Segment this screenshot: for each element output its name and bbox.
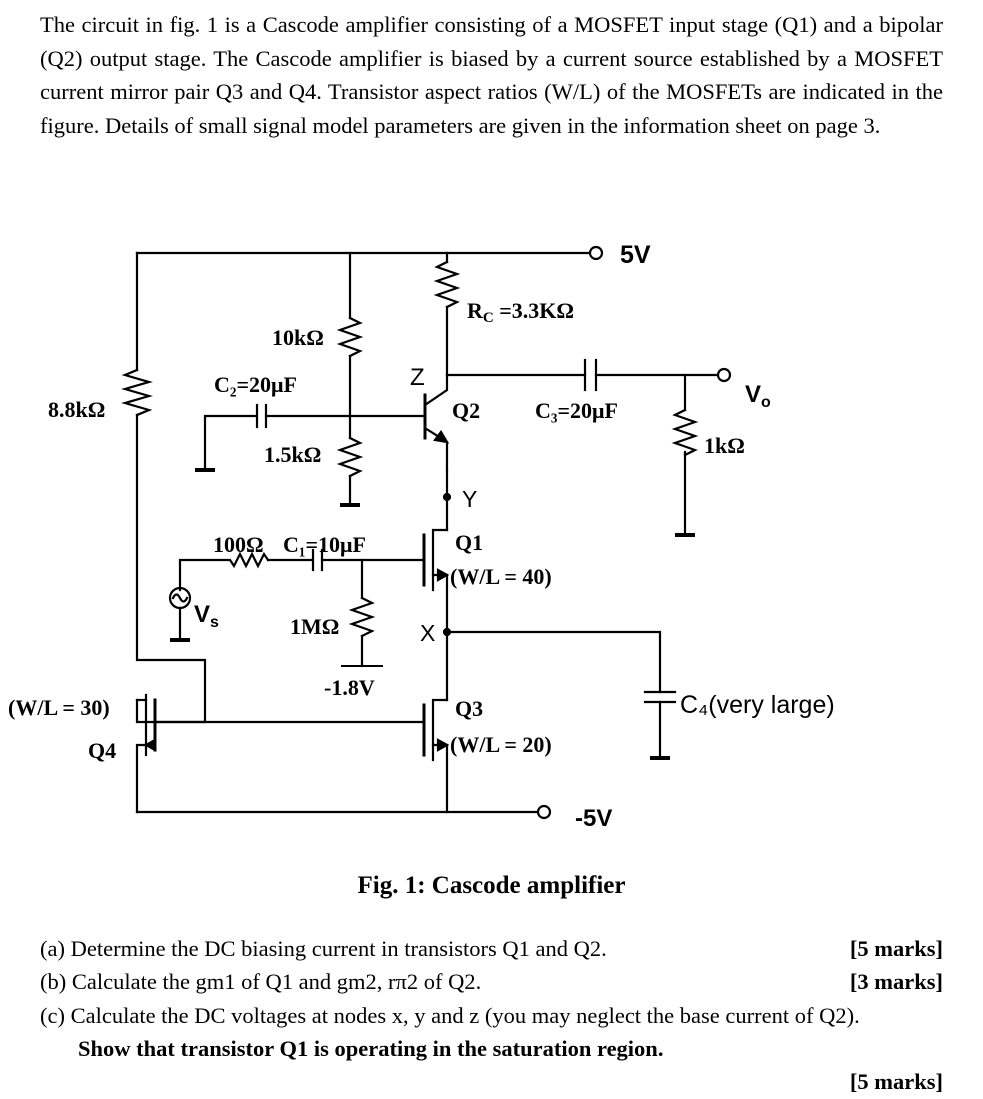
question-a: (a) Determine the DC biasing current in … xyxy=(40,932,943,965)
c2-ground-wire xyxy=(203,414,259,472)
c4-wire xyxy=(445,630,662,694)
cascode-circuit-diagram: 5V RC =3.3KΩ 10kΩ C₂=20μF Z 8.8kΩ Q2 C₃=… xyxy=(8,241,835,832)
left-rail-bottom xyxy=(135,413,207,724)
q4-label: Q4 xyxy=(88,738,116,763)
question-a-text: (a) Determine the DC biasing current in … xyxy=(40,936,607,961)
q4-wl-label: (W/L = 30) xyxy=(8,695,110,720)
node-y-label: Y xyxy=(462,486,477,512)
vs-wire xyxy=(178,558,230,592)
c2-label: C₂=20μF xyxy=(214,372,297,397)
q4-source-arrow xyxy=(143,738,157,752)
question-c-text: (c) Calculate the DC voltages at nodes x… xyxy=(40,1003,860,1028)
bias-label: -1.8V xyxy=(324,675,375,700)
question-b: (b) Calculate the gm1 of Q1 and gm2, rπ2… xyxy=(40,965,943,998)
question-c: (c) Calculate the DC voltages at nodes x… xyxy=(40,999,943,1065)
q1-wl-label: (W/L = 40) xyxy=(450,564,552,589)
q1-label: Q1 xyxy=(455,530,483,555)
node-x-label: X xyxy=(420,620,435,646)
q1-source-arrow xyxy=(436,568,450,582)
intro-paragraph: The circuit in fig. 1 is a Cascode ampli… xyxy=(40,12,943,138)
node-y-dot xyxy=(442,492,452,502)
vs-sine xyxy=(171,593,189,603)
r100-label: 100Ω xyxy=(213,532,264,557)
vs-label: Vs xyxy=(194,601,219,631)
resistor-rc xyxy=(433,260,461,309)
q3-channel xyxy=(431,698,449,762)
q4-source xyxy=(135,743,148,814)
resistor-1k xyxy=(671,408,699,457)
r1k5-label: 1.5kΩ xyxy=(264,442,321,467)
q3-wl-label: (W/L = 20) xyxy=(450,732,552,757)
q3-source-arrow xyxy=(436,738,450,752)
node-z-label: Z xyxy=(410,364,425,391)
q3-label: Q3 xyxy=(455,696,483,721)
vdd-label: 5V xyxy=(620,241,651,269)
vo-label: Vo xyxy=(745,381,771,411)
figure-caption: Fig. 1: Cascode amplifier xyxy=(357,872,626,899)
r10k-label: 10kΩ xyxy=(272,325,324,350)
question-a-marks: [5 marks] xyxy=(849,936,943,961)
r8k8-label: 8.8kΩ xyxy=(48,397,105,422)
vo-terminal xyxy=(716,367,732,383)
q2-emitter-arrow xyxy=(433,430,450,444)
r1k-label: 1kΩ xyxy=(704,433,745,458)
q2-collector xyxy=(423,373,449,407)
c1-label: C₁=10μF xyxy=(283,532,366,557)
resistor-10k xyxy=(336,316,364,358)
c4-label: C₄(very large) xyxy=(680,691,835,719)
c3-label: C₃=20μF xyxy=(535,398,618,423)
q1-channel xyxy=(431,528,449,592)
rc-label: RC =3.3KΩ xyxy=(467,298,574,326)
resistor-1k5 xyxy=(336,436,364,478)
question-c-marks: [5 marks] xyxy=(849,1069,943,1094)
q2-emitter xyxy=(423,426,449,472)
vss-terminal xyxy=(536,804,552,820)
q2-label: Q2 xyxy=(452,398,480,423)
r1m-label: 1MΩ xyxy=(290,614,339,639)
question-b-text: (b) Calculate the gm1 of Q1 and gm2, rπ2… xyxy=(40,969,482,994)
resistor-8k8 xyxy=(121,368,153,417)
resistor-1m xyxy=(348,596,376,638)
question-c-bold-text: Show that transistor Q1 is operating in … xyxy=(78,1036,664,1061)
q3-source xyxy=(431,743,449,814)
vdd-terminal xyxy=(588,245,604,261)
question-b-marks: [3 marks] xyxy=(849,969,943,994)
vss-label: -5V xyxy=(575,805,612,832)
resistor-100 xyxy=(228,551,270,569)
